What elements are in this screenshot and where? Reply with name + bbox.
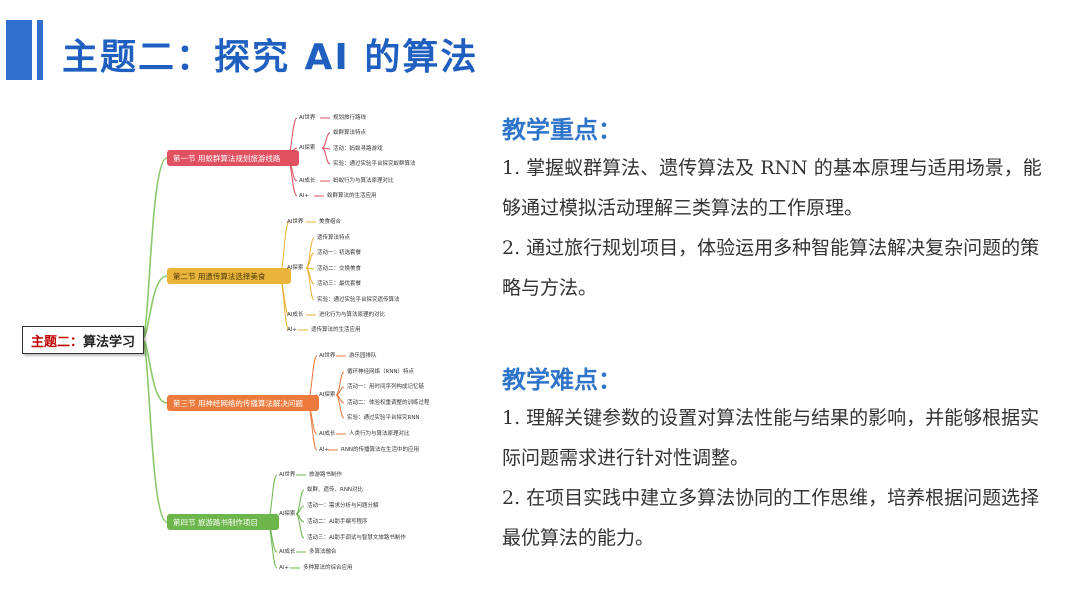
root-label: 算法学习 <box>83 334 136 350</box>
section-4-node-item: 旅游路书制作 <box>309 472 343 478</box>
section-1-node-item: 蚁群算法特点 <box>333 130 367 136</box>
section-2-node-item: 活动三：最优套餐 <box>317 281 362 287</box>
section-4-node-item: AI世界 <box>279 472 296 478</box>
root-prefix: 主题二： <box>30 334 83 350</box>
section-4-node-item: 活动二：AI助手编写程序 <box>307 519 368 525</box>
section-4-node-item: AI探索 <box>279 511 296 517</box>
section-1-node-item: 规划旅行路线 <box>333 115 367 121</box>
section-3-node: 第三节 用神经网络的传播算法解决问题 <box>167 395 319 411</box>
section-1-node-item: 蚁群算法的生活应用 <box>327 193 377 199</box>
section-4-node-item: 活动三：AI助手调试与智慧文旅路书制作 <box>307 535 406 541</box>
section-1-node-item: 实验：通过实验平台探究蚁群算法 <box>333 161 416 167</box>
title-accent-stripe <box>37 20 43 80</box>
difficulty-heading: 教学难点： <box>502 365 622 394</box>
section-2-node-item: AI成长 <box>287 312 304 318</box>
section-3-node-item: AI+ <box>319 447 329 453</box>
section-2-node-item: AI探索 <box>287 265 304 271</box>
section-3-node-item: AI世界 <box>319 353 336 359</box>
section-2-node-item: 遗传算法的生活应用 <box>311 327 361 333</box>
section-1-node-item: AI成长 <box>299 178 316 184</box>
section-4-node-item: 多算法融合 <box>309 549 337 555</box>
section-3-node-item: RNN的传播算法在生活中的应用 <box>341 447 420 453</box>
section-2-node-item: 进化行为与算法原理的对比 <box>319 312 386 318</box>
section-2-node: 第二节 用遗传算法选择美食 <box>167 268 291 284</box>
section-2-node-item: 实验：通过实验平台探究遗传算法 <box>317 297 400 303</box>
section-3-node-item: 游乐园排队 <box>349 353 377 359</box>
section-1-node: 第一节 用蚁群算法规划旅游线路 <box>167 150 299 166</box>
section-2-node-item: 活动一：初选套餐 <box>317 250 362 256</box>
section-3-node-item: 活动一：用时间序列构成记忆链 <box>347 384 425 390</box>
section-4-node: 第四节 旅游路书制作项目 <box>167 514 279 530</box>
difficulty-item-1: 1. 理解关键参数的设置对算法性能与结果的影响，并能够根据实际问题需求进行针对性… <box>502 407 1040 469</box>
section-3-node-item: AI成长 <box>319 431 336 437</box>
focus-item-1: 1. 掌握蚁群算法、遗传算法及 RNN 的基本原理与适用场景，能够通过模拟活动理… <box>502 157 1042 219</box>
section-4-node-item: 多种算法的综合应用 <box>303 565 353 571</box>
focus-heading: 教学重点： <box>502 115 622 144</box>
section-1-node-item: AI探索 <box>299 145 316 151</box>
section-4-node-item: 活动一：需求分析与问题分解 <box>307 503 379 509</box>
section-3-node-item: AI探索 <box>319 392 336 398</box>
section-3-node-item: 活动二：体验权重调整的训练过程 <box>347 400 430 406</box>
section-2-node-item: 遗传算法特点 <box>317 235 351 241</box>
difficulty-item-2: 2. 在项目实践中建立多算法协同的工作思维，培养根据问题选择最优算法的能力。 <box>502 487 1040 549</box>
section-3-node-item: 循环神经网络（RNN）特点 <box>347 369 415 375</box>
mind-map: 主题二：算法学习 第一节 用蚁群算法规划旅游线路 AI世界 规划旅行路线 AI探… <box>0 0 480 608</box>
section-2-node-item: AI世界 <box>287 219 304 225</box>
section-4-node-item: AI成长 <box>279 549 296 555</box>
mind-map-root: 主题二：算法学习 <box>22 326 144 354</box>
section-1-node-item: AI世界 <box>299 115 316 121</box>
section-3-node-item: 实验：通过实验平台探究RNN <box>347 415 420 421</box>
page-title: 主题二：探究 AI 的算法 <box>62 37 479 78</box>
section-1-node-item: 活动：蚂蚁寻路游戏 <box>333 146 383 152</box>
section-2-node-item: 活动二：交换美食 <box>317 266 362 272</box>
title-accent-bar <box>6 20 32 80</box>
section-1-node-item: AI+ <box>299 193 309 199</box>
focus-item-2: 2. 通过旅行规划项目，体验运用多种智能算法解决复杂问题的策略与方法。 <box>502 237 1040 299</box>
section-4-node-item: 蚁群、遗传、RNN对比 <box>307 487 364 493</box>
section-2-node-item: 美食组合 <box>319 219 342 225</box>
section-1-node-item: 蚂蚁行为与算法原理对比 <box>333 178 394 184</box>
section-4-node-item: AI+ <box>279 565 289 571</box>
section-3-node-item: 人类行为与算法原理对比 <box>349 431 410 437</box>
section-2-node-item: AI+ <box>287 327 297 333</box>
